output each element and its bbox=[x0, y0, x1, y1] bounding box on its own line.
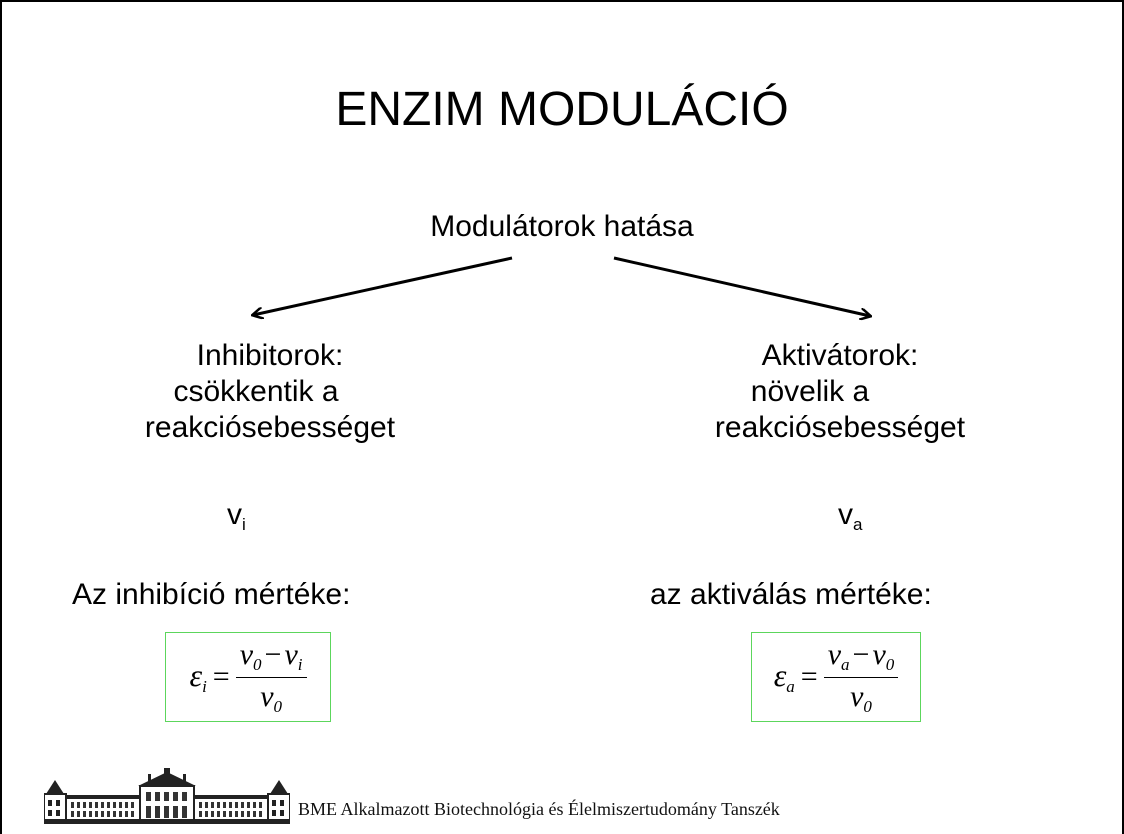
activated-velocity: va bbox=[838, 498, 863, 534]
activation-measure-label: az aktiválás mértéke: bbox=[650, 578, 932, 611]
activation-formula: εa = va−v0 v0 bbox=[752, 633, 920, 721]
activation-formula-box: εa = va−v0 v0 bbox=[751, 632, 921, 722]
formula-lhs: εa bbox=[773, 657, 795, 696]
formula-denominator: v0 bbox=[260, 679, 283, 716]
equals-sign: = bbox=[212, 660, 230, 693]
formula-fraction: va−v0 v0 bbox=[823, 638, 899, 716]
inhibited-velocity-sub: i bbox=[242, 515, 246, 534]
equals-sign: = bbox=[800, 660, 818, 693]
inhibition-formula-box: εi = v0−vi v0 bbox=[165, 632, 331, 722]
inhibition-formula: εi = v0−vi v0 bbox=[166, 633, 330, 721]
activators-line2: növelik a bbox=[750, 375, 870, 408]
formula-lhs: εi bbox=[189, 657, 207, 696]
slide-title: ENZIM MODULÁCIÓ bbox=[335, 83, 789, 136]
slide-subtitle: Modulátorok hatása bbox=[430, 210, 694, 243]
inhibitors-line3: reakciósebességet bbox=[144, 411, 396, 444]
activated-velocity-sub: a bbox=[853, 515, 863, 534]
activators-heading: Aktivátorok: bbox=[761, 339, 919, 372]
inhibited-velocity-base: v bbox=[227, 498, 242, 531]
inhibition-measure-label: Az inhibíció mértéke: bbox=[72, 578, 351, 611]
arrow-right bbox=[613, 256, 870, 316]
activators-line3: reakciósebességet bbox=[714, 411, 966, 444]
activators-block: Aktivátorok: növelik a reakciósebességet bbox=[645, 338, 1035, 446]
formula-denominator: v0 bbox=[850, 679, 872, 716]
formula-numerator: v0−vi bbox=[235, 638, 307, 678]
formula-numerator: va−v0 bbox=[823, 638, 899, 678]
inhibited-velocity: vi bbox=[227, 498, 246, 534]
inhibitors-line2: csökkentik a bbox=[173, 375, 339, 408]
formula-fraction: v0−vi v0 bbox=[235, 638, 307, 716]
arrow-left bbox=[253, 256, 513, 315]
inhibitors-block: Inhibitorok: csökkentik a reakciósebessé… bbox=[90, 338, 450, 446]
activated-velocity-base: v bbox=[838, 498, 853, 531]
inhibitors-heading: Inhibitorok: bbox=[196, 339, 344, 372]
university-building-logo bbox=[44, 768, 290, 824]
footer-institution: BME Alkalmazott Biotechnológia és Élelmi… bbox=[298, 799, 780, 819]
